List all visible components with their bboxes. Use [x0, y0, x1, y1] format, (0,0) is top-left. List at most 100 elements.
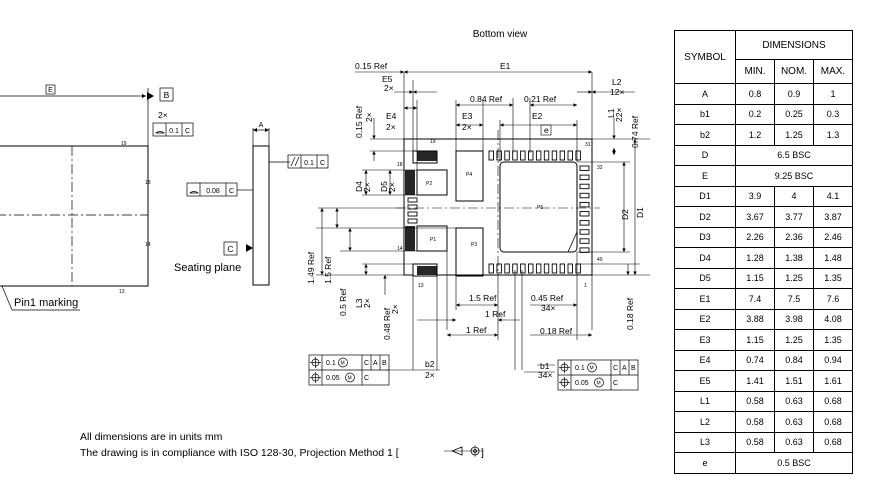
table-cell: 3.9 — [735, 185, 775, 207]
table-cell: D5 — [674, 267, 736, 289]
pin-pad — [579, 220, 590, 226]
pin-pad — [528, 263, 534, 274]
bv-pin-31: 31 — [585, 142, 591, 148]
datum-e: E — [48, 87, 53, 94]
fcf-b1-m1: M — [590, 366, 594, 372]
dim-label: 2× — [425, 370, 435, 380]
table-cell: 3.98 — [774, 308, 814, 330]
table-cell: D — [674, 144, 736, 166]
fcf-b2-tol2: 0.05 — [326, 375, 340, 382]
dim-label: b1 — [540, 361, 550, 371]
table-cell: 1.15 — [735, 329, 775, 351]
table-cell: 3.77 — [774, 206, 814, 228]
table-cell: 2.36 — [774, 226, 814, 248]
table-cell: 1.15 — [735, 267, 775, 289]
table-cell: 1.51 — [774, 370, 814, 392]
table-cell: A — [674, 83, 736, 105]
pin-pad — [579, 238, 590, 244]
pad-label-p1: P1 — [430, 237, 436, 243]
table-cell: D4 — [674, 247, 736, 269]
table-cell: 4.08 — [813, 308, 853, 330]
pin-pad — [543, 150, 550, 161]
dim-label: 2× — [362, 182, 372, 192]
datum-e-box — [45, 84, 56, 95]
pin-pad — [579, 192, 590, 199]
table-cell: 7.6 — [813, 288, 853, 310]
pin-pad — [551, 263, 558, 274]
pin-pad — [535, 263, 542, 274]
pad-p4 — [455, 150, 484, 202]
bv-pin-1: 1 — [584, 283, 587, 289]
table-cell: E1 — [674, 288, 736, 310]
table-cell: 1.61 — [813, 370, 853, 392]
dim-label: 0.74 Ref — [630, 115, 640, 148]
note-iso-close: ] — [481, 447, 484, 459]
fcf-b2-d1: C — [364, 360, 369, 367]
fcf-b2-d2: A — [373, 360, 378, 367]
pin-pad — [579, 229, 590, 235]
pin-pad — [567, 150, 573, 161]
note-iso: The drawing is in compliance with ISO 12… — [80, 447, 399, 459]
top-view — [0, 88, 149, 311]
table-cell: D2 — [674, 206, 736, 228]
pin-num-14: 14 — [145, 242, 151, 248]
dim-e-box — [540, 124, 552, 136]
dim-label: 22× — [614, 108, 624, 122]
pin-pad — [512, 150, 518, 161]
table-cell: 0.2 — [735, 103, 775, 125]
table-cell: b2 — [674, 124, 736, 146]
dim-label: 2× — [462, 122, 472, 132]
dim-label: e — [544, 125, 549, 135]
dim-label: 0.84 Ref — [470, 94, 503, 104]
table-cell: 1.3 — [813, 124, 853, 146]
table-cell: e — [674, 452, 736, 474]
dim-label: 0.48 Ref — [382, 307, 392, 340]
fcf-b2-m1: M — [341, 361, 345, 367]
bv-pin-13: 13 — [418, 283, 424, 289]
fcf-b1-tol2: 0.05 — [575, 380, 589, 387]
table-cell: b1 — [674, 103, 736, 125]
header-symbol: SYMBOL — [674, 30, 736, 84]
dim-label: 0.18 Ref — [625, 297, 635, 330]
bv-dim-lines — [316, 70, 650, 373]
dim-label: b2 — [425, 359, 435, 369]
table-cell: 6.5 BSC — [735, 144, 853, 166]
dim-label: E5 — [382, 74, 393, 84]
dim-label: 0.15 Ref — [354, 105, 364, 138]
pin-pad — [520, 263, 526, 274]
table-cell: 0.68 — [813, 390, 853, 412]
datum-b-box — [159, 87, 174, 102]
dim-label: 1.5 Ref — [323, 256, 333, 284]
view-title: Bottom view — [473, 29, 528, 40]
pad-p3 — [455, 227, 484, 277]
bv-pin-19: 19 — [430, 139, 436, 145]
pin-pad — [579, 211, 590, 217]
table-cell: 1.48 — [813, 247, 853, 269]
table-cell: 2.46 — [813, 226, 853, 248]
pin-pad — [488, 263, 494, 274]
pin-pad — [496, 150, 502, 161]
dim-label: 1.49 Ref — [306, 251, 316, 284]
dim-label: 12× — [610, 87, 624, 97]
bv-pin-40: 40 — [597, 257, 603, 263]
dim-label: 1 Ref — [485, 309, 506, 319]
dim-label: 1 Ref — [466, 325, 487, 335]
parallel-tol-frame — [287, 154, 329, 169]
fcf-b1-d2: A — [622, 365, 627, 372]
note-units: All dimensions are in units mm — [80, 431, 223, 443]
header-max: MAX. — [813, 59, 853, 84]
fcf-b2 — [308, 354, 390, 386]
table-cell: 0.84 — [774, 349, 814, 371]
side-view — [252, 127, 290, 286]
table-cell: L1 — [674, 390, 736, 412]
